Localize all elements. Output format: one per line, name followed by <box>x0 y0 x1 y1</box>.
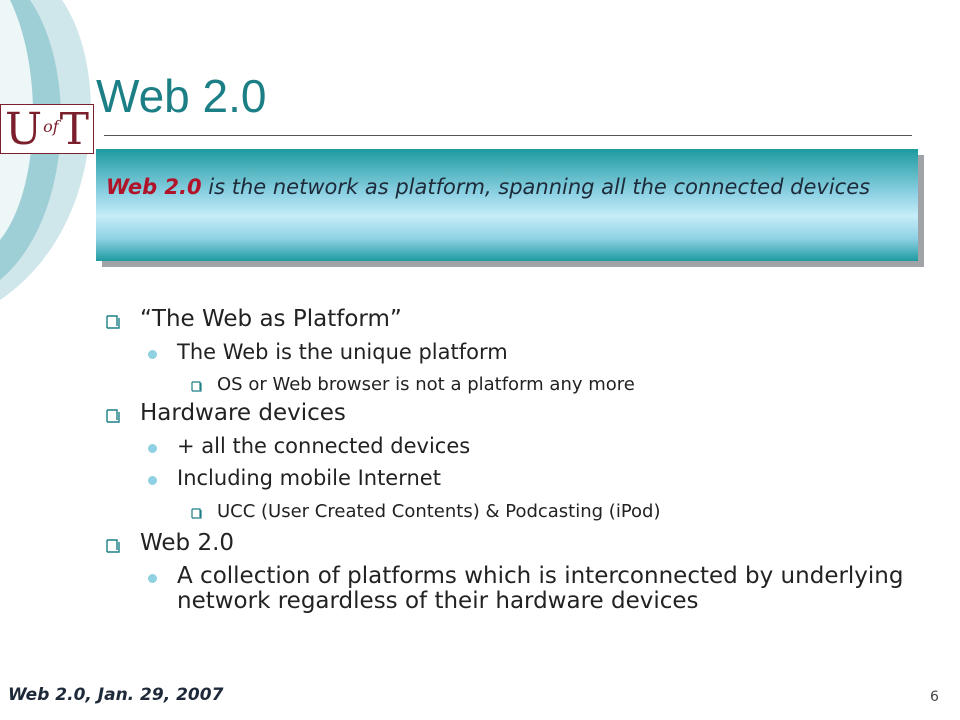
bullet-item: Including mobile Internet <box>148 466 441 490</box>
university-logo: U of T <box>0 104 95 155</box>
bullet-text: The Web is the unique platform <box>177 340 508 364</box>
bullet-item: OS or Web browser is not a platform any … <box>191 374 635 395</box>
bullet-item: + all the connected devices <box>148 434 470 458</box>
logo-letter-u: U <box>5 104 43 155</box>
callout-lead: Web 2.0 <box>106 175 202 199</box>
dot-icon <box>148 350 157 359</box>
bullet-item: “The Web as Platform” <box>106 306 402 332</box>
callout-text: Web 2.0 is the network as platform, span… <box>106 175 908 199</box>
bullet-item: Web 2.0 <box>106 530 234 556</box>
bullet-item: Hardware devices <box>106 400 346 426</box>
callout-body: is the network as platform, spanning all… <box>201 175 871 199</box>
open-square-arrow-icon <box>106 409 120 423</box>
dot-icon <box>148 476 157 485</box>
dot-icon <box>148 574 157 583</box>
page-number: 6 <box>930 689 939 705</box>
logo-letter-of: of <box>43 117 59 136</box>
open-square-arrow-icon <box>106 315 120 329</box>
bullet-text: Hardware devices <box>140 400 346 426</box>
title-divider <box>104 135 912 136</box>
bullet-item: The Web is the unique platform <box>148 340 508 364</box>
bullet-text: Web 2.0 <box>140 530 235 556</box>
bullet-text: OS or Web browser is not a platform any … <box>217 374 635 395</box>
bullet-text: “The Web as Platform” <box>140 306 402 332</box>
bullet-item: UCC (User Created Contents) & Podcasting… <box>191 501 661 522</box>
bullet-text: Including mobile Internet <box>177 466 441 490</box>
footer-caption: Web 2.0, Jan. 29, 2007 <box>8 685 224 705</box>
open-square-arrow-icon <box>106 539 120 553</box>
open-square-arrow-icon <box>191 508 202 519</box>
bullet-text: A collection of platforms which is inter… <box>177 563 904 614</box>
logo-letter-t: T <box>59 104 90 155</box>
callout-box: Web 2.0 is the network as platform, span… <box>96 149 918 261</box>
bullet-item: A collection of platforms which is inter… <box>148 564 908 614</box>
slide-title: Web 2.0 <box>96 70 267 122</box>
bullet-text: UCC (User Created Contents) & Podcasting… <box>217 501 661 522</box>
open-square-arrow-icon <box>191 381 202 392</box>
bullet-text: + all the connected devices <box>177 434 471 458</box>
dot-icon <box>148 444 157 453</box>
